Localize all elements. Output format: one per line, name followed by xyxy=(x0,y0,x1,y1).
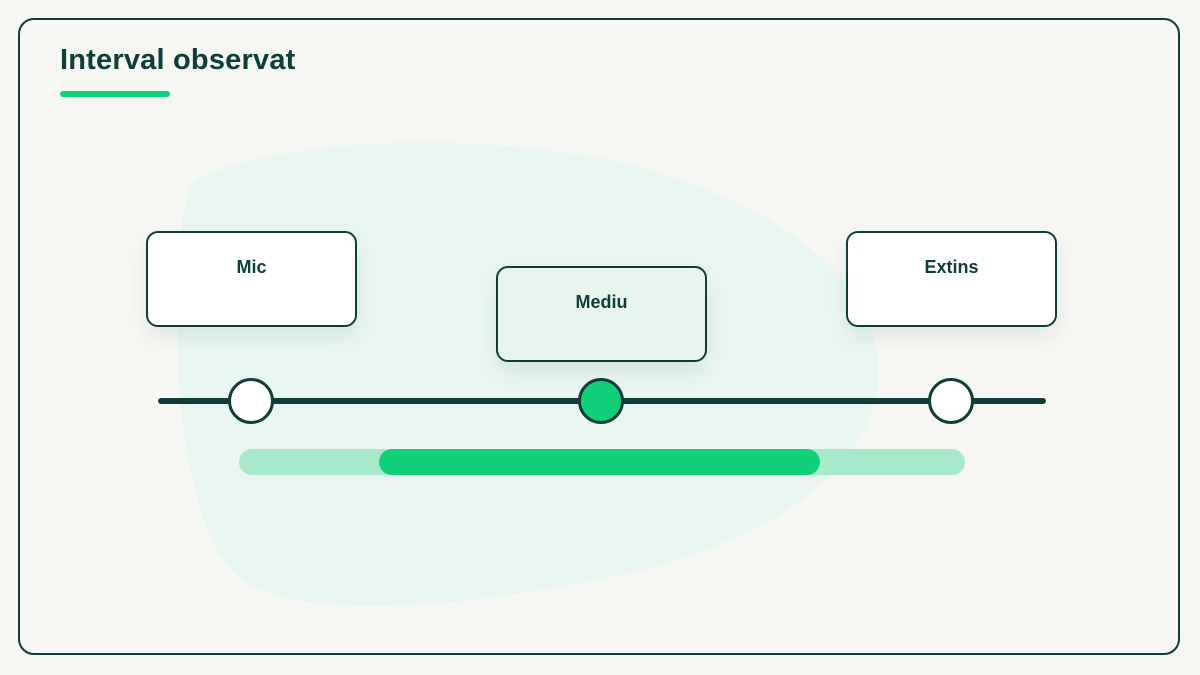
range-bar-observed xyxy=(379,449,820,475)
diagram-frame: Interval observat Mic Mediu Extins xyxy=(18,18,1180,655)
page-title: Interval observat xyxy=(60,44,296,76)
slider-knob-medium[interactable] xyxy=(578,378,624,424)
level-card-extended[interactable]: Extins xyxy=(846,231,1057,327)
title-underline xyxy=(60,91,170,97)
slider-knob-extended[interactable] xyxy=(928,378,974,424)
level-card-medium[interactable]: Mediu xyxy=(496,266,707,362)
level-card-small[interactable]: Mic xyxy=(146,231,357,327)
level-label-small: Mic xyxy=(236,257,267,277)
level-label-medium: Mediu xyxy=(575,292,628,312)
slider-knob-small[interactable] xyxy=(228,378,274,424)
level-label-extended: Extins xyxy=(924,257,979,277)
